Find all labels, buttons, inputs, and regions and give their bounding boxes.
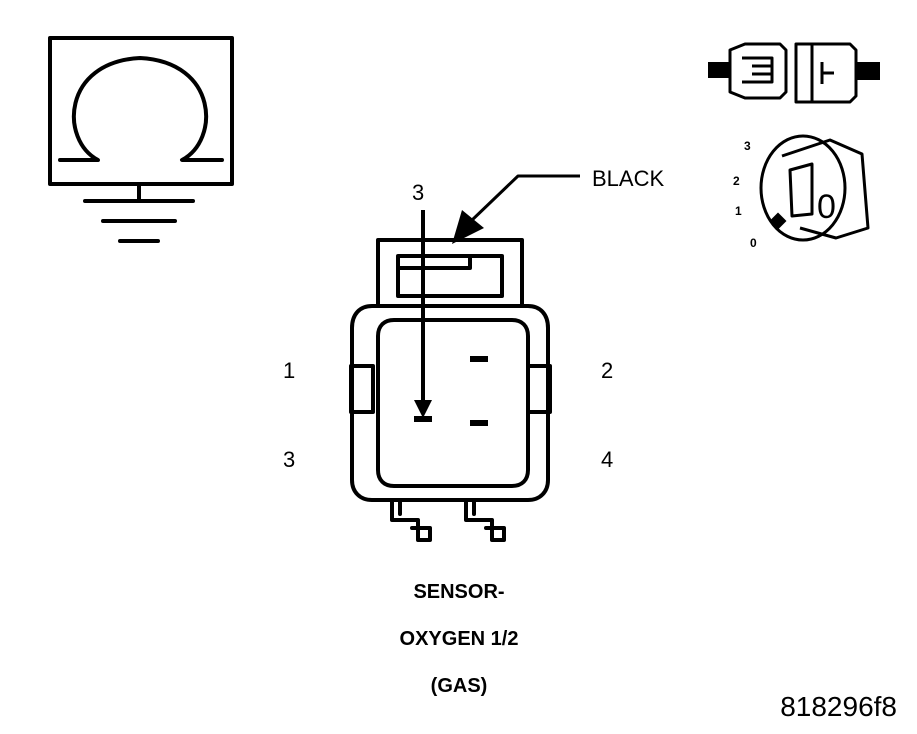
terminal-2-slot [470, 356, 488, 362]
ignition-key-label: 0 [817, 188, 836, 226]
ignition-key-off-icon: 3 2 1 0 0 [733, 134, 870, 250]
caption-line-3: (GAS) [431, 675, 488, 697]
pin-2-label: 2 [601, 358, 613, 383]
ignition-position-0: 0 [750, 236, 757, 250]
figure-id: 818296f8 [780, 691, 897, 722]
terminal-pointer-label: 3 [412, 180, 424, 205]
ignition-position-3: 3 [744, 139, 751, 153]
wire-color-label: BLACK [592, 166, 664, 191]
terminal-3-slot [414, 416, 432, 422]
terminal-4-slot [470, 420, 488, 426]
pin-4-label: 4 [601, 447, 613, 472]
ohm-to-ground-icon [48, 36, 234, 243]
caption-line-1: SENSOR- [413, 581, 504, 603]
disconnected-connector-icon [708, 42, 880, 104]
ignition-position-1: 1 [735, 204, 742, 218]
oxygen-sensor-connector [349, 238, 552, 542]
ignition-position-2: 2 [733, 174, 740, 188]
pin-1-label: 1 [283, 358, 295, 383]
pin-3-label: 3 [283, 447, 295, 472]
caption-line-2: OXYGEN 1/2 [400, 628, 519, 650]
